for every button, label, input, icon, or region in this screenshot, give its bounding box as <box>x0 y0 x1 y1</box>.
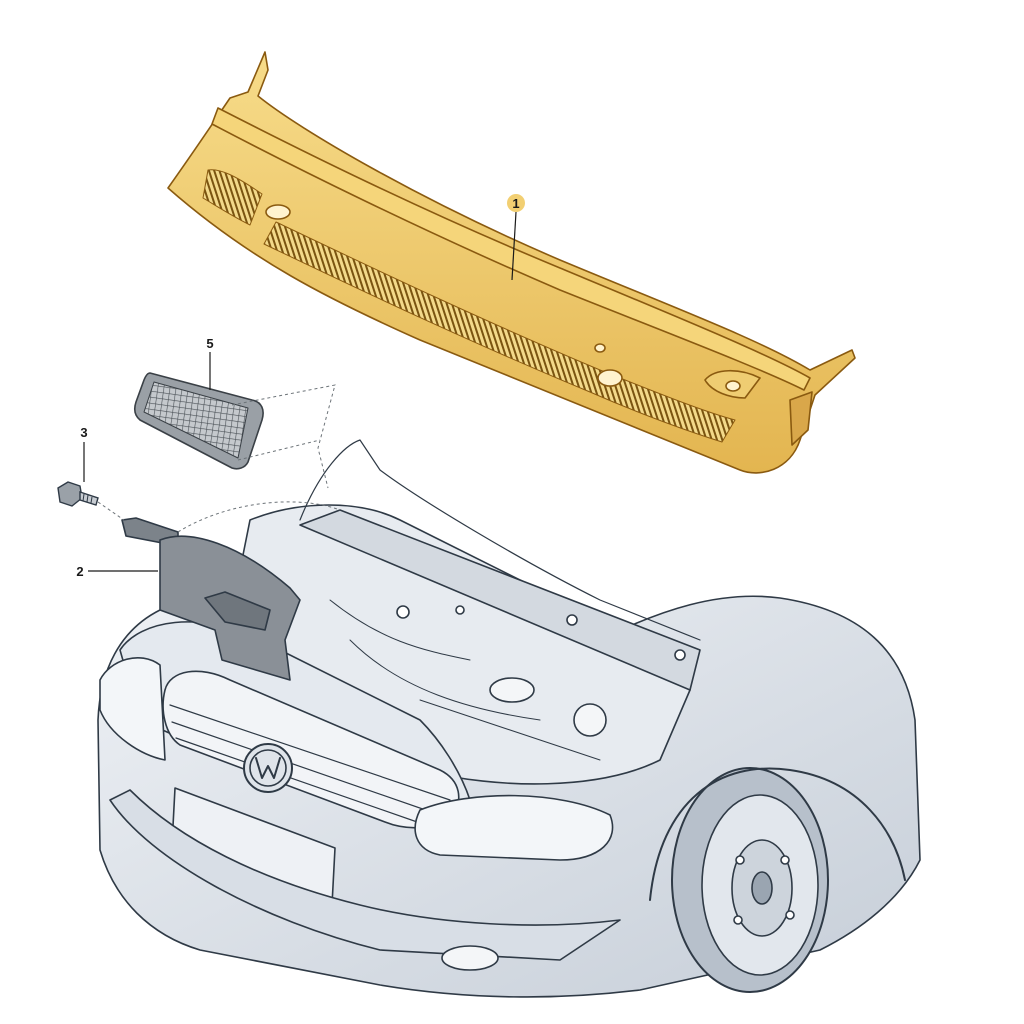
dash-screw <box>97 501 125 521</box>
clip-hole <box>594 343 606 353</box>
cowl-upper-lip <box>211 107 811 391</box>
callout-1: 1 <box>507 194 525 281</box>
bolt-c <box>566 614 578 626</box>
cowl-channel <box>299 509 701 691</box>
wiper-hole-left <box>265 204 291 220</box>
left-headlight <box>99 656 166 761</box>
callout-5: 5 <box>206 336 214 390</box>
screw-shank <box>79 491 99 506</box>
cowl-panel-icon <box>167 51 856 474</box>
car-front-icon <box>97 439 921 998</box>
vent-grille-icon <box>134 372 264 470</box>
screw-icon <box>57 481 99 507</box>
callout-5-label: 5 <box>206 336 213 351</box>
wheel-arch <box>649 767 906 901</box>
strut-mount <box>573 703 607 737</box>
assembly-lines <box>97 384 341 533</box>
callout-1-dot <box>507 194 525 212</box>
cowl-end-cap <box>789 391 813 446</box>
screw-head <box>57 481 83 507</box>
cowl-slots-left <box>202 169 263 226</box>
front-wheel <box>671 767 829 993</box>
callout-2: 2 <box>76 564 158 579</box>
cowl-slots-main <box>263 221 736 443</box>
vent-grille-mesh <box>143 381 249 459</box>
bolt-b <box>455 605 465 615</box>
reservoir-cap <box>489 677 535 703</box>
vw-logo-icon <box>243 743 293 793</box>
bolt-d <box>674 649 686 661</box>
dash-cover <box>177 501 341 533</box>
grille-slats <box>169 704 451 824</box>
screw-thread <box>82 493 93 504</box>
lower-bumper <box>109 789 621 961</box>
side-cover-bracket <box>204 591 271 631</box>
dash-grille-b <box>237 439 321 461</box>
side-cover-icon <box>121 517 301 681</box>
bolt-a <box>396 605 410 619</box>
callout-2-label: 2 <box>76 564 83 579</box>
end-hole <box>725 380 741 392</box>
callout-3: 3 <box>80 425 88 482</box>
fog-light <box>441 945 499 971</box>
engine-lines <box>329 599 601 761</box>
right-headlight <box>414 794 614 861</box>
callout-1-label: 1 <box>512 196 519 211</box>
callout-3-label: 3 <box>80 425 87 440</box>
wiper-hole-right <box>597 369 623 387</box>
open-hood <box>299 439 701 641</box>
